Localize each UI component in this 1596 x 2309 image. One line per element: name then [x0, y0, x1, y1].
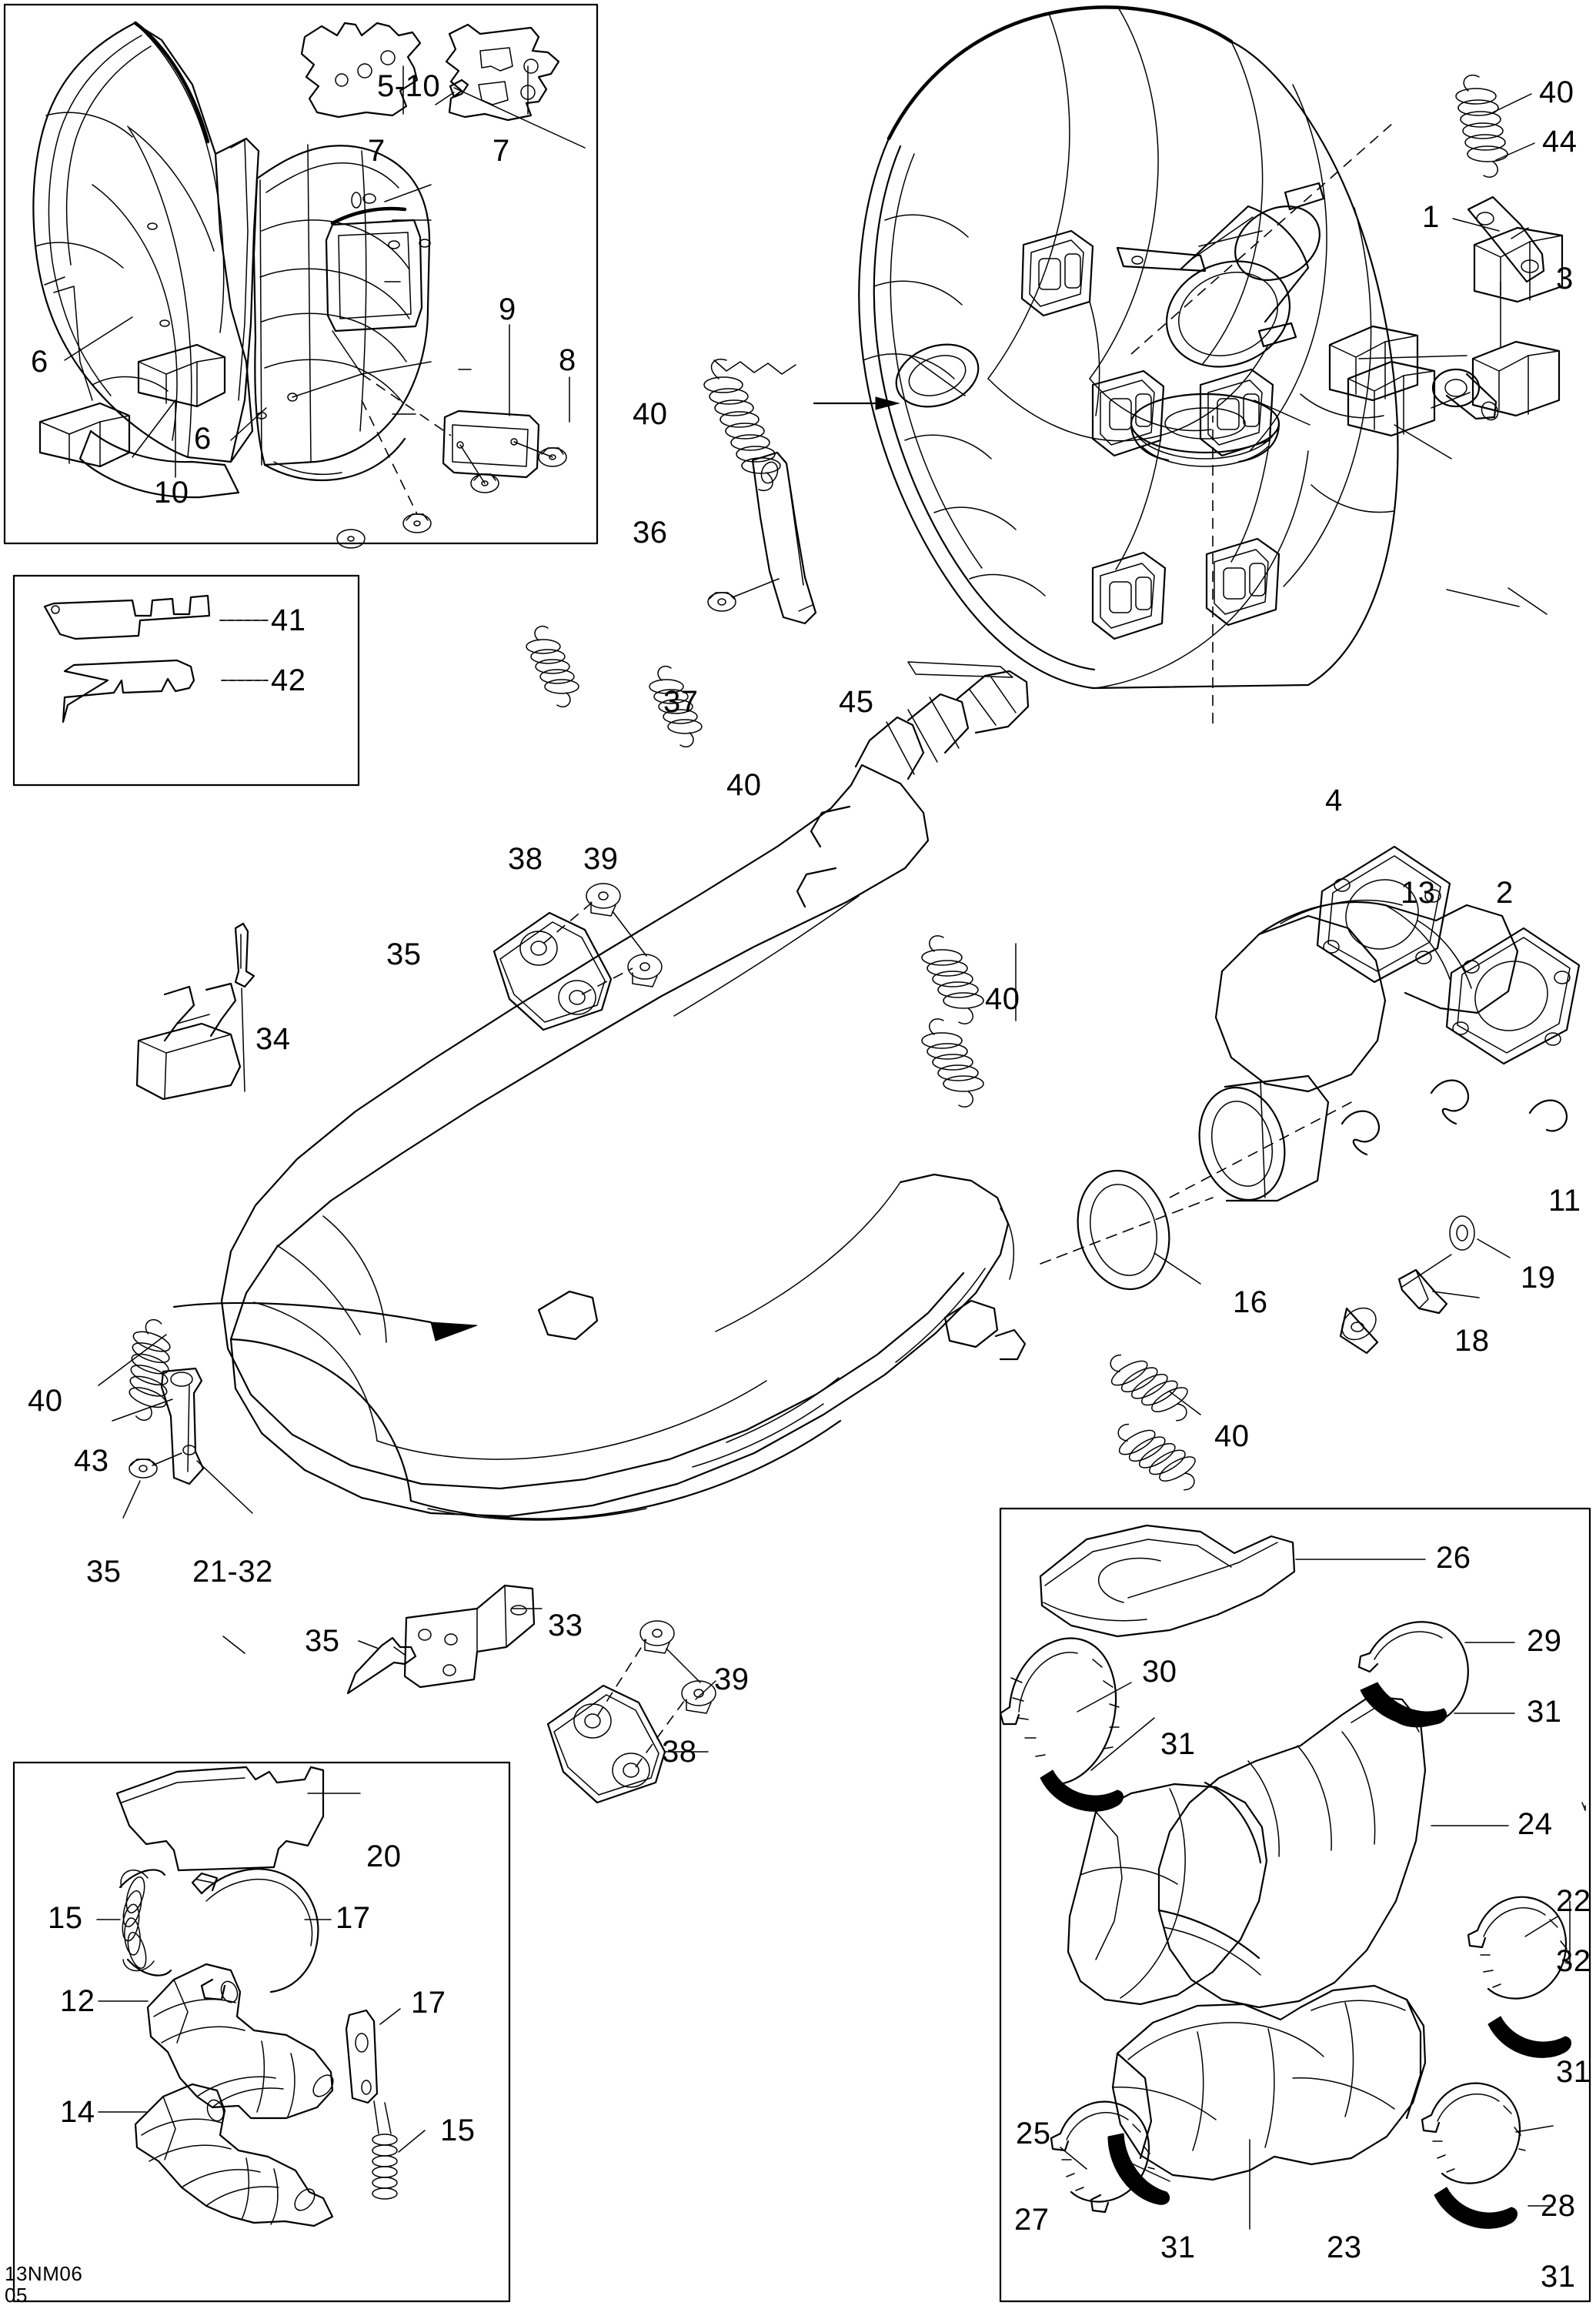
callout-6a: 6: [31, 345, 48, 379]
callout-17b: 17: [411, 1986, 446, 2020]
callout-39b: 39: [714, 1662, 750, 1696]
callout-12: 12: [60, 1984, 95, 2018]
callout-45: 45: [839, 685, 874, 719]
callout-37: 37: [663, 685, 699, 719]
callout-18: 18: [1454, 1324, 1490, 1358]
callout-40-left1: 40: [633, 397, 668, 431]
callout-11: 11: [1548, 1184, 1581, 1218]
callout-5-10: 5-10: [377, 69, 441, 103]
callout-34: 34: [255, 1022, 291, 1056]
callout-22: 22: [1556, 1884, 1591, 1918]
callout-16: 16: [1233, 1285, 1268, 1319]
callout-3: 3: [1556, 262, 1574, 296]
callout-27: 27: [1014, 2203, 1050, 2237]
callout-21-32: 21-32: [192, 1555, 273, 1589]
callout-35a: 35: [386, 937, 422, 971]
callout-40-top: 40: [1539, 75, 1574, 109]
callout-42: 42: [271, 663, 306, 697]
callout-40-lowerleft: 40: [28, 1384, 63, 1418]
callout-2: 2: [1496, 876, 1514, 910]
callout-31d: 31: [1160, 2230, 1196, 2264]
callout-8: 8: [559, 343, 576, 377]
callout-31b: 31: [1160, 1727, 1196, 1761]
callout-24: 24: [1518, 1807, 1553, 1841]
callout-4: 4: [1325, 784, 1343, 817]
callout-39a: 39: [583, 842, 619, 876]
callout-31a: 31: [1527, 1695, 1562, 1729]
footer-page: 05: [5, 2283, 28, 2307]
callout-40-left2: 40: [726, 768, 762, 802]
callout-43: 43: [74, 1444, 109, 1478]
callout-7a: 7: [368, 134, 386, 168]
callout-30: 30: [1142, 1655, 1177, 1689]
callout-41: 41: [271, 603, 306, 637]
callout-26: 26: [1436, 1541, 1471, 1575]
callout-25: 25: [1016, 2117, 1051, 2150]
callout-23: 23: [1327, 2230, 1362, 2264]
callout-9: 9: [499, 292, 516, 326]
callout-33: 33: [548, 1609, 583, 1642]
callout-40-right: 40: [1214, 1419, 1250, 1453]
callout-40-mid: 40: [985, 982, 1020, 1016]
callout-6b: 6: [194, 422, 212, 456]
callout-15b: 15: [440, 2114, 476, 2147]
callout-20: 20: [366, 1840, 402, 1873]
callout-28: 28: [1541, 2189, 1576, 2223]
callout-38b: 38: [662, 1735, 697, 1769]
callout-10: 10: [154, 476, 189, 510]
callout-7b: 7: [492, 134, 510, 168]
callout-15a: 15: [48, 1901, 83, 1935]
callout-31c: 31: [1556, 2055, 1591, 2089]
callout-31e: 31: [1541, 2260, 1576, 2294]
callout-36: 36: [633, 516, 668, 550]
callout-14: 14: [60, 2095, 95, 2129]
callout-44: 44: [1542, 125, 1578, 159]
footer-code: 13NM06: [5, 2261, 83, 2285]
callout-32: 32: [1556, 1944, 1591, 1978]
callout-38a: 38: [508, 842, 543, 876]
callout-17a: 17: [336, 1901, 371, 1935]
callout-35c: 35: [305, 1624, 340, 1658]
callout-35b: 35: [86, 1555, 122, 1589]
sheet-footer: 13NM06 05: [5, 2263, 82, 2306]
callout-29: 29: [1527, 1624, 1562, 1658]
callout-13: 13: [1401, 876, 1436, 910]
callout-1: 1: [1422, 200, 1440, 234]
callout-19: 19: [1521, 1261, 1556, 1295]
